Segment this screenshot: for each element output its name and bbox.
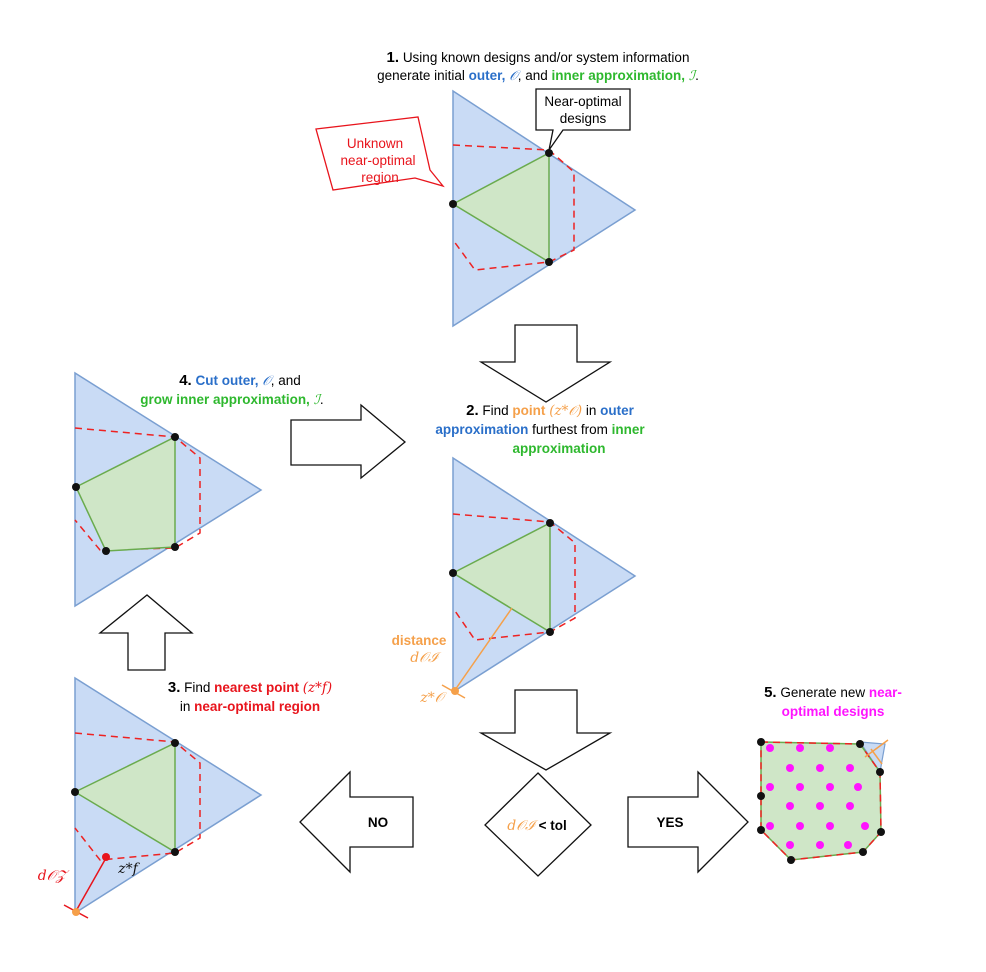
distance-line bbox=[454, 607, 513, 691]
doz-label: d𝒪𝒵 bbox=[38, 868, 70, 884]
step1-caption-line1: 1. Using known designs and/or system inf… bbox=[387, 49, 690, 66]
zf-label: z*f bbox=[117, 861, 140, 877]
step2-panel: distance d𝒪ℐ z*𝒪 2. Find point (z*𝒪) in … bbox=[392, 402, 646, 706]
supporting-hyperplane-tick bbox=[864, 739, 889, 758]
design-point bbox=[545, 258, 553, 266]
design-point bbox=[546, 519, 554, 527]
design-point bbox=[449, 569, 457, 577]
step2-caption-line1: 2. Find point (z*𝒪) in outer bbox=[466, 402, 634, 419]
design-point bbox=[171, 848, 179, 856]
arrow-down-step2-to-decision bbox=[478, 689, 613, 771]
decision-diamond: d𝒪ℐ < tol bbox=[484, 772, 592, 877]
callout-unknown-line3: region bbox=[361, 170, 399, 185]
design-point bbox=[171, 543, 179, 551]
step1-panel: Near-optimal designs Unknown near-optima… bbox=[315, 49, 699, 328]
near-optimal-callout: Near-optimal designs bbox=[535, 88, 631, 151]
callout-near-line1: Near-optimal bbox=[544, 94, 621, 109]
step2-caption-line3: approximation bbox=[512, 441, 605, 456]
step4-panel: 4. Cut outer, 𝒪, and grow inner approxim… bbox=[72, 371, 324, 608]
arrow-down-step1-to-step2 bbox=[478, 324, 613, 403]
nearest-point-line bbox=[75, 857, 107, 912]
no-label: NO bbox=[368, 815, 388, 830]
step5-caption-line1: 5. Generate new near- bbox=[764, 684, 902, 701]
inner-approximation-triangle bbox=[451, 151, 550, 264]
step4-caption-line1: 4. Cut outer, 𝒪, and bbox=[179, 372, 301, 389]
step1-caption-line2: generate initial outer, 𝒪, and inner app… bbox=[377, 68, 699, 84]
design-point bbox=[72, 483, 80, 491]
arrow-right-step4-to-step2 bbox=[290, 403, 407, 480]
step2-caption-line2: approximation furthest from inner bbox=[435, 422, 645, 437]
yes-arrow: YES bbox=[627, 770, 749, 874]
design-point bbox=[449, 200, 457, 208]
callout-near-line2: designs bbox=[560, 111, 607, 126]
distance-word: distance bbox=[392, 633, 447, 648]
step4-caption-line2: grow inner approximation, ℐ. bbox=[140, 392, 323, 408]
design-point bbox=[171, 739, 179, 747]
near-optimal-designs-points bbox=[766, 744, 869, 849]
step3-caption-line2: in near-optimal region bbox=[180, 699, 320, 714]
design-point bbox=[546, 628, 554, 636]
callout-unknown-line1: Unknown bbox=[347, 136, 403, 151]
distance-symbol: d𝒪ℐ bbox=[410, 650, 442, 666]
outer-point bbox=[72, 908, 80, 916]
step5-panel: 5. Generate new near- optimal designs bbox=[757, 684, 902, 864]
design-point bbox=[71, 788, 79, 796]
unknown-region-callout: Unknown near-optimal region bbox=[315, 116, 445, 191]
furthest-point-zo bbox=[451, 687, 459, 695]
inner-approximation-triangle bbox=[73, 741, 176, 854]
supporting-hyperplane-tick bbox=[870, 748, 883, 765]
design-point bbox=[545, 149, 553, 157]
inner-approximation-triangle bbox=[451, 521, 551, 634]
zo-label: z*𝒪 bbox=[419, 690, 446, 706]
design-point bbox=[171, 433, 179, 441]
step3-caption-line1: 3. Find nearest point (z*f) bbox=[168, 679, 332, 696]
nearest-point-zf bbox=[102, 853, 110, 861]
callout-unknown-line2: near-optimal bbox=[340, 153, 415, 168]
no-arrow: NO bbox=[299, 770, 414, 874]
arrow-up-step3-to-step4 bbox=[98, 594, 194, 671]
step3-panel: d𝒪𝒵 z*f 3. Find nearest point (z*f) in n… bbox=[38, 676, 332, 919]
boundary-design-points bbox=[757, 738, 885, 864]
final-region-boundary bbox=[760, 741, 882, 861]
step5-caption-line2: optimal designs bbox=[782, 704, 885, 719]
decision-text: d𝒪ℐ < tol bbox=[507, 818, 566, 834]
yes-label: YES bbox=[656, 815, 683, 830]
design-point bbox=[102, 547, 110, 555]
